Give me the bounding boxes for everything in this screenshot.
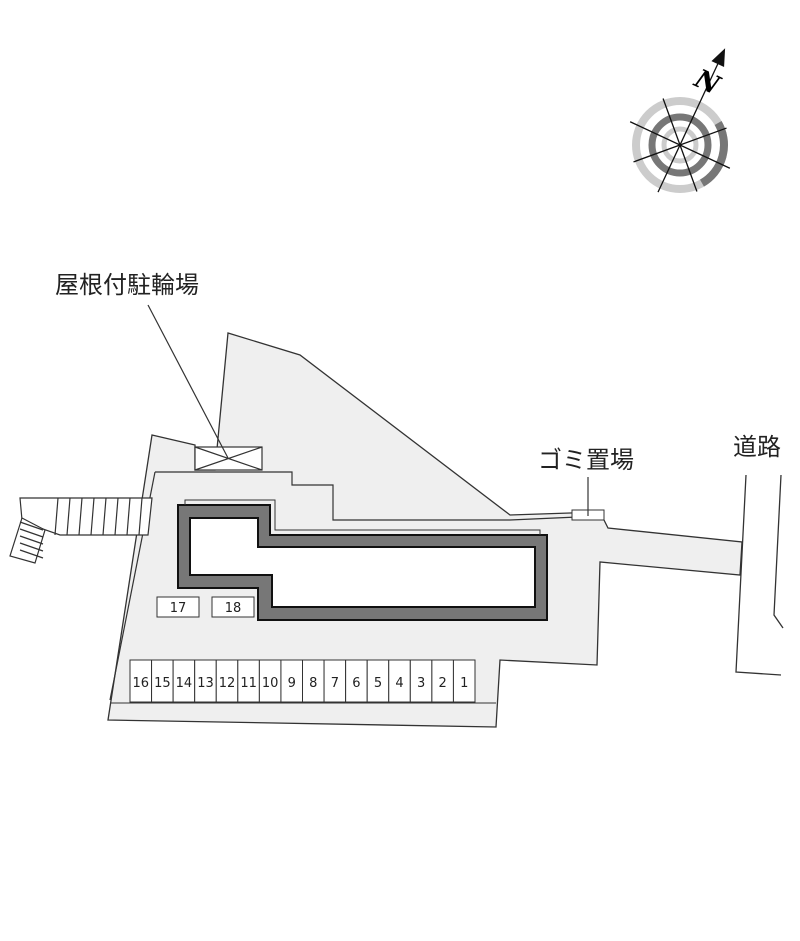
road-label: 道路 [733, 433, 781, 461]
parking-number: 6 [352, 676, 360, 691]
parking-space: 8 [302, 659, 325, 703]
parking-number: 8 [309, 676, 317, 691]
building-interior [189, 517, 536, 608]
parking-space: 7 [323, 659, 347, 703]
bike-leader-line [147, 304, 229, 459]
garbage-label: ゴミ置場 [538, 446, 634, 474]
stairs [9, 497, 153, 564]
parking-number: 18 [225, 601, 242, 616]
parking-space: 11 [237, 659, 260, 703]
parking-number: 1 [460, 676, 468, 691]
parking-space: 17 [156, 596, 200, 618]
boundary-steps [155, 471, 601, 521]
road-lines [735, 474, 784, 676]
parking-space: 1 [452, 659, 476, 703]
parking-space: 18 [211, 596, 255, 618]
bike-parking-label: 屋根付駐輪場 [55, 271, 199, 299]
parking-space: 12 [215, 659, 239, 703]
parking-number: 11 [240, 676, 257, 691]
parking-space: 3 [409, 659, 433, 703]
parking-number: 13 [197, 676, 214, 691]
parking-number: 7 [331, 676, 339, 691]
parking-number: 12 [219, 676, 236, 691]
parking-space: 16 [129, 659, 153, 703]
parking-number: 9 [288, 676, 296, 691]
parking-number: 17 [170, 601, 187, 616]
parking-space: 13 [194, 659, 217, 703]
parking-number: 10 [262, 676, 279, 691]
parking-number: 16 [133, 676, 150, 691]
parking-number: 14 [176, 676, 193, 691]
compass-icon [629, 48, 731, 193]
parking-number: 5 [374, 676, 382, 691]
parking-space: 14 [172, 659, 196, 703]
parking-space: 5 [366, 659, 390, 703]
parking-number: 3 [417, 676, 425, 691]
parking-space: 2 [431, 659, 454, 703]
parking-number: 15 [154, 676, 171, 691]
parking-space: 15 [151, 659, 174, 703]
parking-space: 6 [345, 659, 368, 703]
parking-space: 4 [388, 659, 411, 703]
bike-parking-roof [194, 446, 263, 471]
parking-space: 10 [258, 659, 282, 703]
parking-number: 4 [395, 676, 403, 691]
north-label: N [689, 64, 725, 102]
parking-space: 9 [280, 659, 303, 703]
parking-number: 2 [439, 676, 447, 691]
